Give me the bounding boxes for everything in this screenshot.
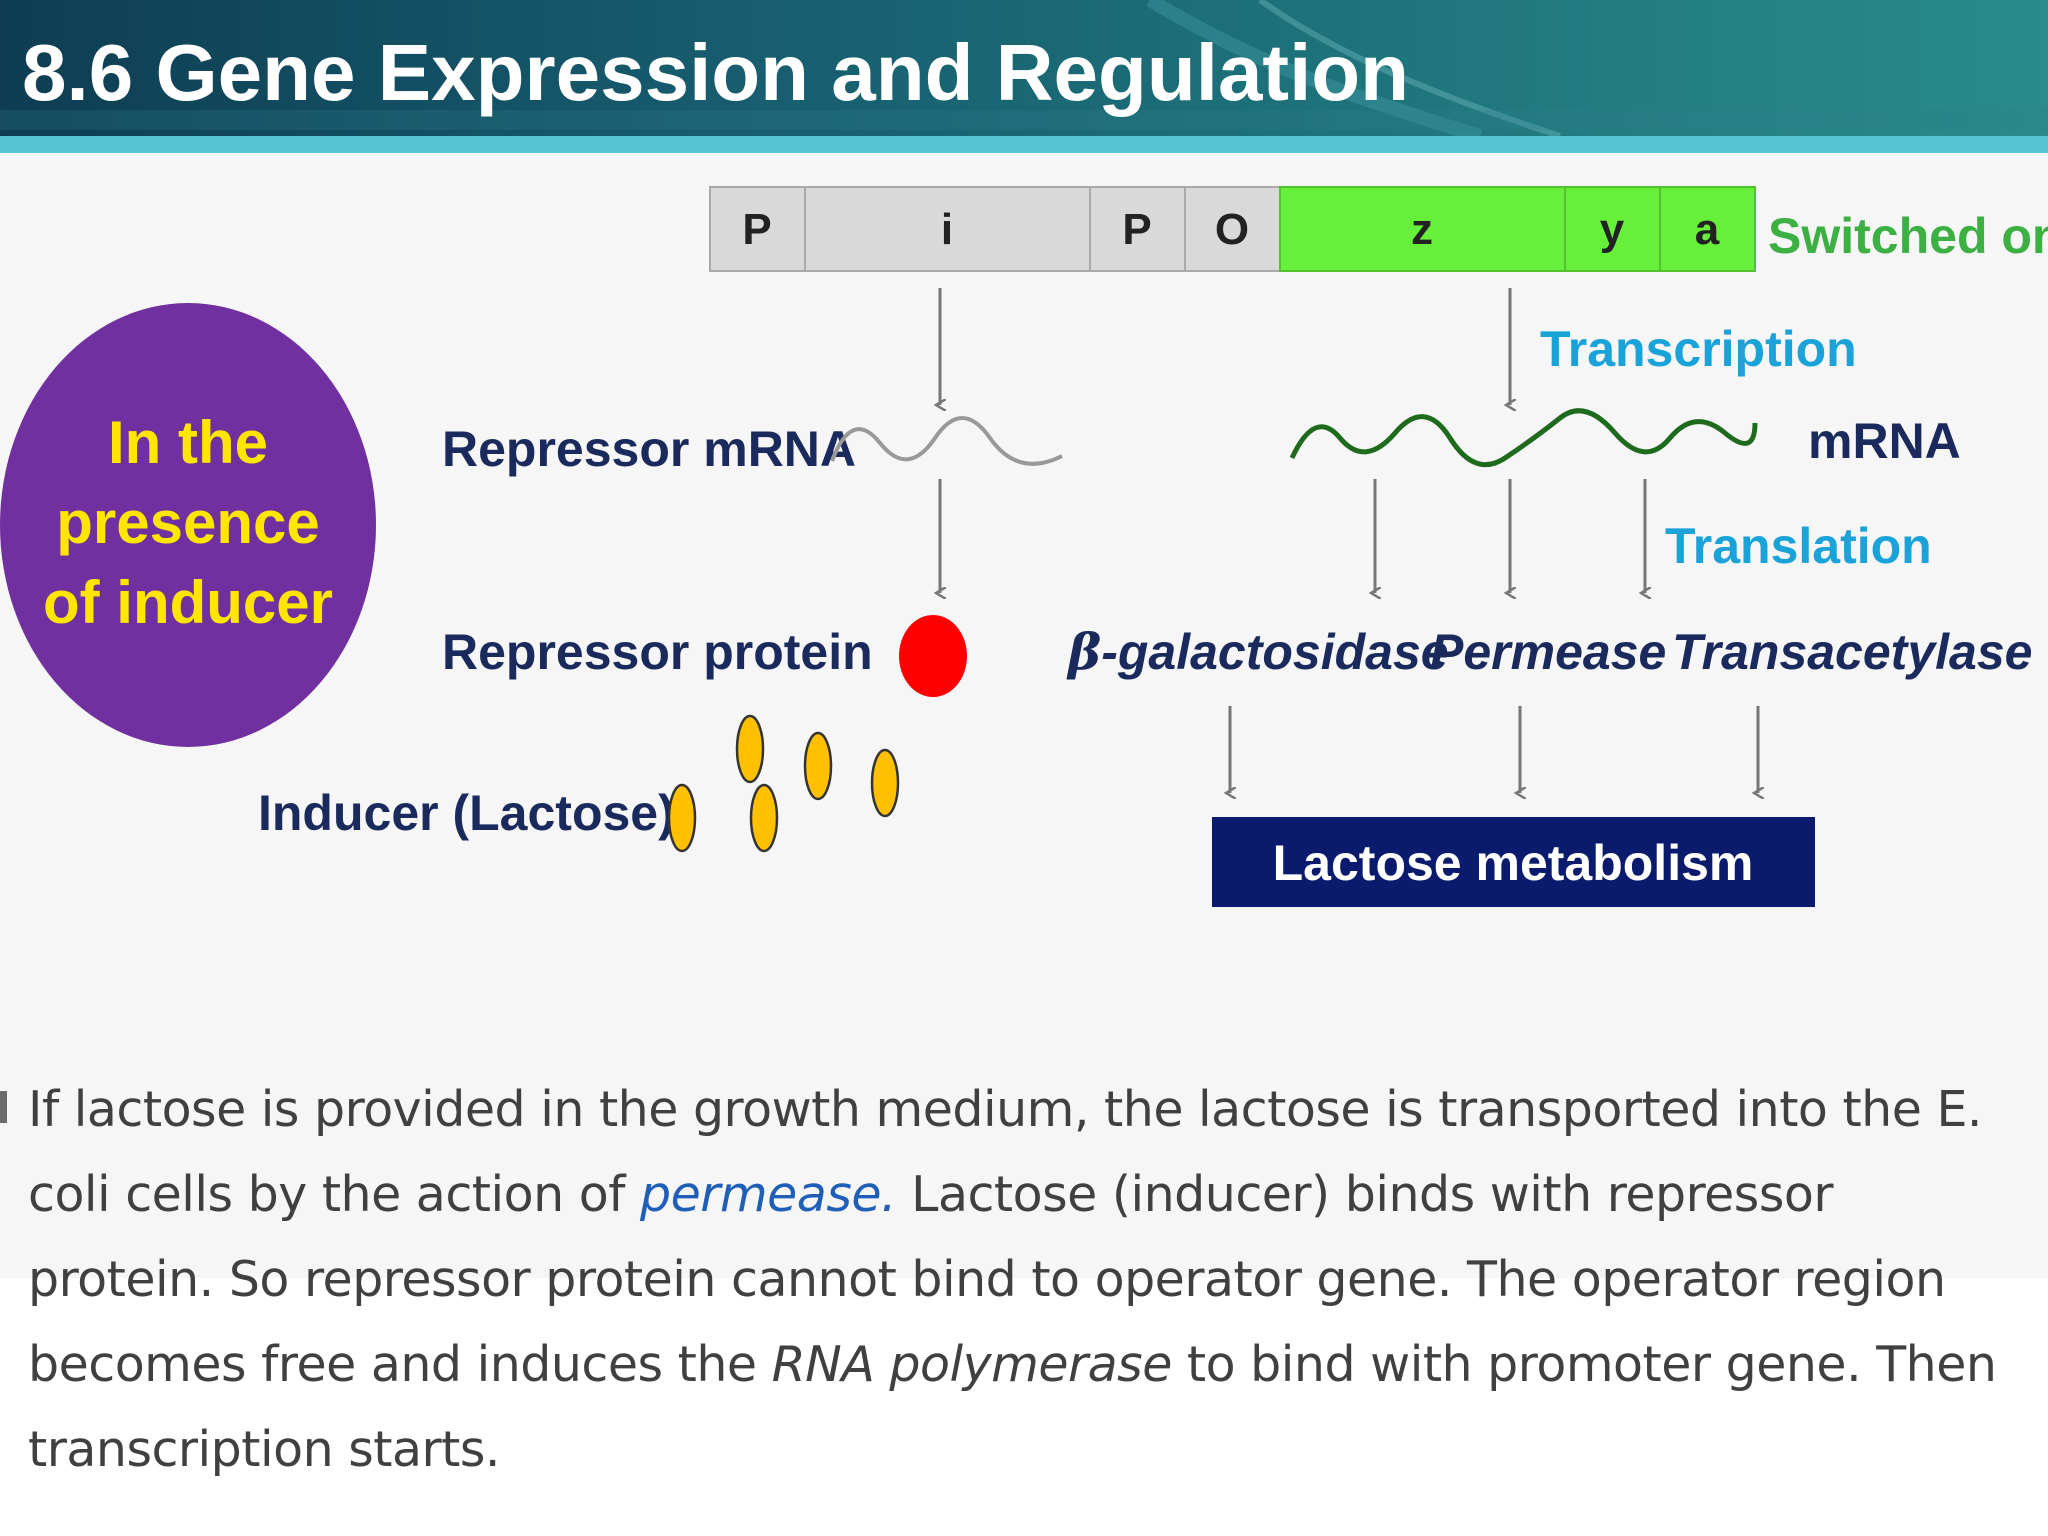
gene-segment-p1 <box>709 186 806 272</box>
enzyme-permease: Permease <box>1430 624 1666 680</box>
gene-label-p2: P <box>1122 205 1151 254</box>
gene-segment-z <box>1279 186 1566 272</box>
beta-name: -galactosidase <box>1101 624 1448 680</box>
gene-label-o: O <box>1215 205 1249 254</box>
circle-label-line3: of inducer <box>43 569 333 636</box>
mrna-label: mRNA <box>1808 413 1961 469</box>
inducer-molecule <box>870 748 900 818</box>
inducer-molecule <box>803 731 833 801</box>
inducer-label: Inducer (Lactose) <box>258 785 675 841</box>
dna-background-graphic <box>0 0 2048 136</box>
gene-segment-p2 <box>1089 186 1186 272</box>
paragraph-part1: If lactose is provided in the growth med… <box>28 1081 1982 1223</box>
gene-segment-y <box>1564 186 1661 272</box>
circle-label-line2: presence <box>56 489 320 556</box>
repressor-mrna-wave <box>830 416 1063 466</box>
inducer-molecule <box>735 714 765 784</box>
lactose-metabolism-label: Lactose metabolism <box>1273 835 1754 891</box>
paragraph-rna-polymerase: RNA polymerase <box>771 1336 1173 1393</box>
inducer-molecules <box>667 714 900 853</box>
gene-label-i: i <box>941 205 953 254</box>
header-accent-bar <box>0 136 2048 153</box>
paragraph-permease: permease. <box>640 1166 897 1223</box>
mrna-wave <box>1289 408 1758 468</box>
circle-label-line1: In the <box>108 409 268 476</box>
translation-label: Translation <box>1665 518 1932 574</box>
beta-symbol: β <box>1066 622 1101 681</box>
operon-bar: P i P O z y a <box>709 186 1756 272</box>
enzyme-transacetylase: Transacetylase <box>1672 624 2032 680</box>
lac-operon-diagram: P i P O z y a Switched on In the presenc… <box>0 186 2048 907</box>
gene-segment-o <box>1184 186 1281 272</box>
repressor-mrna-label: Repressor mRNA <box>442 421 856 477</box>
repressor-protein-dot <box>899 615 967 697</box>
explanation-paragraph: If lactose is provided in the growth med… <box>28 1067 2028 1492</box>
inducer-molecule <box>749 783 779 853</box>
repressor-protein-label: Repressor protein <box>442 624 873 680</box>
paragraph-part2: Lactose (inducer) binds with repressor p… <box>28 1166 1946 1393</box>
gene-label-y: y <box>1600 205 1625 254</box>
bullet-marker <box>0 1091 7 1123</box>
inducer-molecule <box>667 783 697 853</box>
lactose-metabolism-box <box>1212 817 1815 907</box>
gene-segment-a <box>1659 186 1756 272</box>
operon-status: Switched on <box>1768 208 2048 264</box>
enzyme-beta-galactosidase: β-galactosidase <box>1066 622 1449 681</box>
presence-of-inducer-circle <box>0 303 376 747</box>
paragraph-part3: to bind with promoter gene. Then transcr… <box>28 1336 1997 1478</box>
gene-label-a: a <box>1695 205 1720 254</box>
gene-segment-i <box>804 186 1091 272</box>
gene-label-z: z <box>1411 205 1433 254</box>
transcription-label: Transcription <box>1540 321 1857 377</box>
content-area: P i P O z y a Switched on In the presenc… <box>0 153 2048 1478</box>
page-title: 8.6 Gene Expression and Regulation <box>22 28 1410 117</box>
header-banner: 8.6 Gene Expression and Regulation <box>0 0 2048 136</box>
gene-label-p1: P <box>742 205 771 254</box>
